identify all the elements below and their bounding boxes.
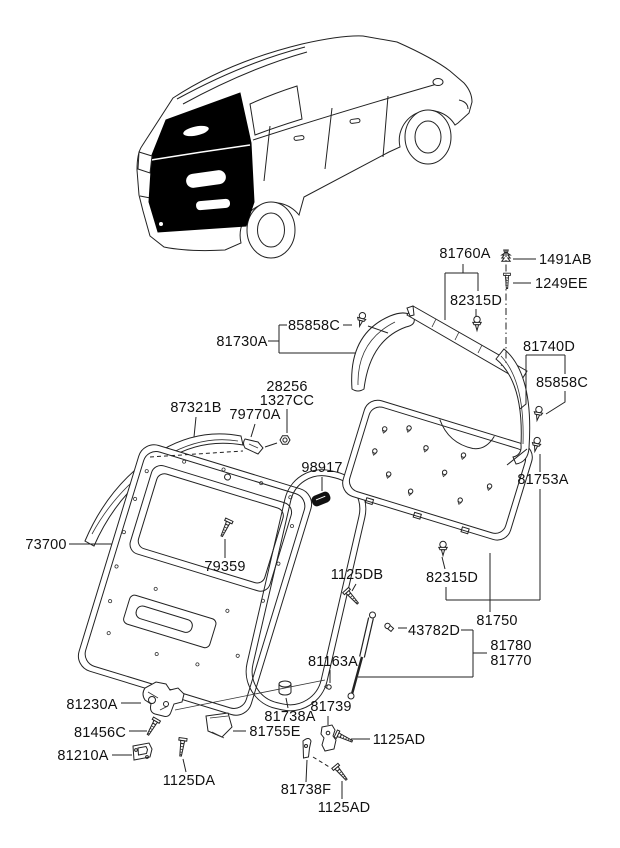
part-label-73700: 73700 [25, 537, 66, 553]
part-label-81750: 81750 [476, 613, 517, 629]
hinge-81739 [320, 724, 337, 752]
car-illustration [136, 35, 473, 259]
part-label-1125AD-2: 1125AD [318, 800, 371, 816]
part-label-81230A: 81230A [66, 697, 117, 713]
bolt-1125DA [176, 737, 188, 758]
clip-81753A [530, 436, 543, 453]
part-label-81780: 81780 [490, 638, 531, 654]
part-label-1125DB: 1125DB [331, 567, 384, 583]
clip-85858C-2 [532, 405, 545, 422]
clip-81163A [323, 683, 333, 691]
bracket-81738F [302, 738, 312, 759]
front-wheel [404, 109, 452, 165]
nut-28256 [279, 435, 291, 445]
part-label-1327CC: 1327CC [260, 393, 314, 409]
leader-lines [69, 250, 566, 799]
tail-lamp [137, 151, 153, 174]
part-label-81740D: 81740D [523, 339, 575, 355]
part-label-81739: 81739 [310, 699, 351, 715]
part-label-79770A: 79770A [229, 407, 280, 423]
tailgate-highlight [148, 92, 255, 233]
part-label-81163A: 81163A [308, 654, 358, 670]
part-label-79359: 79359 [204, 559, 245, 575]
part-label-43782D: 43782D [408, 623, 460, 639]
door-handle [349, 118, 361, 124]
part-label-1249EE: 1249EE [535, 276, 588, 292]
part-label-1125AD-1: 1125AD [373, 732, 426, 748]
keyhole-cover-79770A [243, 438, 264, 455]
part-label-81738A: 81738A [264, 709, 315, 725]
part-label-1491AB: 1491AB [539, 252, 592, 268]
part-label-85858C-2: 85858C [536, 375, 588, 391]
side-mirror [432, 78, 444, 86]
part-labels: 81760A 1491AB 1249EE 82315D 85858C 81730… [25, 246, 591, 816]
screw-1125AD-1 [333, 729, 355, 746]
part-label-28256: 28256 [266, 379, 307, 395]
screw-1249EE [503, 272, 511, 290]
part-label-82315D-2: 82315D [426, 570, 478, 586]
part-label-81760A: 81760A [439, 246, 490, 262]
weatherstrip-drawing [245, 469, 367, 712]
trim-panel-drawing [342, 399, 533, 541]
part-label-98917: 98917 [301, 460, 342, 476]
screw-81456C [143, 716, 161, 738]
clip-82315D-2 [438, 540, 448, 556]
side-garnish-drawing [495, 348, 531, 465]
part-label-81770: 81770 [490, 653, 531, 669]
striker-81210A [132, 742, 153, 761]
arch-garnish-drawing [351, 312, 415, 392]
part-label-81738F: 81738F [281, 782, 331, 798]
rear-wheel [246, 201, 296, 259]
part-label-81730A: 81730A [216, 334, 267, 350]
door-handle [293, 135, 305, 141]
part-label-81753A: 81753A [517, 472, 568, 488]
gas-strut-drawing [347, 611, 376, 700]
part-label-82315D-1: 82315D [450, 293, 502, 309]
part-label-81456C: 81456C [74, 725, 126, 741]
bumper-81755E [205, 712, 233, 739]
clip-82315D-1 [472, 315, 482, 331]
part-label-87321B: 87321B [170, 400, 221, 416]
part-label-81210A: 81210A [57, 748, 108, 764]
part-label-81755E: 81755E [249, 724, 300, 740]
clip-85858C-1 [355, 311, 368, 328]
ball-stud-43782D [383, 621, 395, 633]
latch-81230A [142, 681, 185, 717]
part-label-1125DA: 1125DA [163, 773, 216, 789]
screw-1125AD-2 [331, 762, 351, 783]
part-label-85858C-1: 85858C [288, 318, 340, 334]
stopper-98917-part [311, 491, 331, 507]
tailgate-panel-drawing [77, 444, 313, 716]
